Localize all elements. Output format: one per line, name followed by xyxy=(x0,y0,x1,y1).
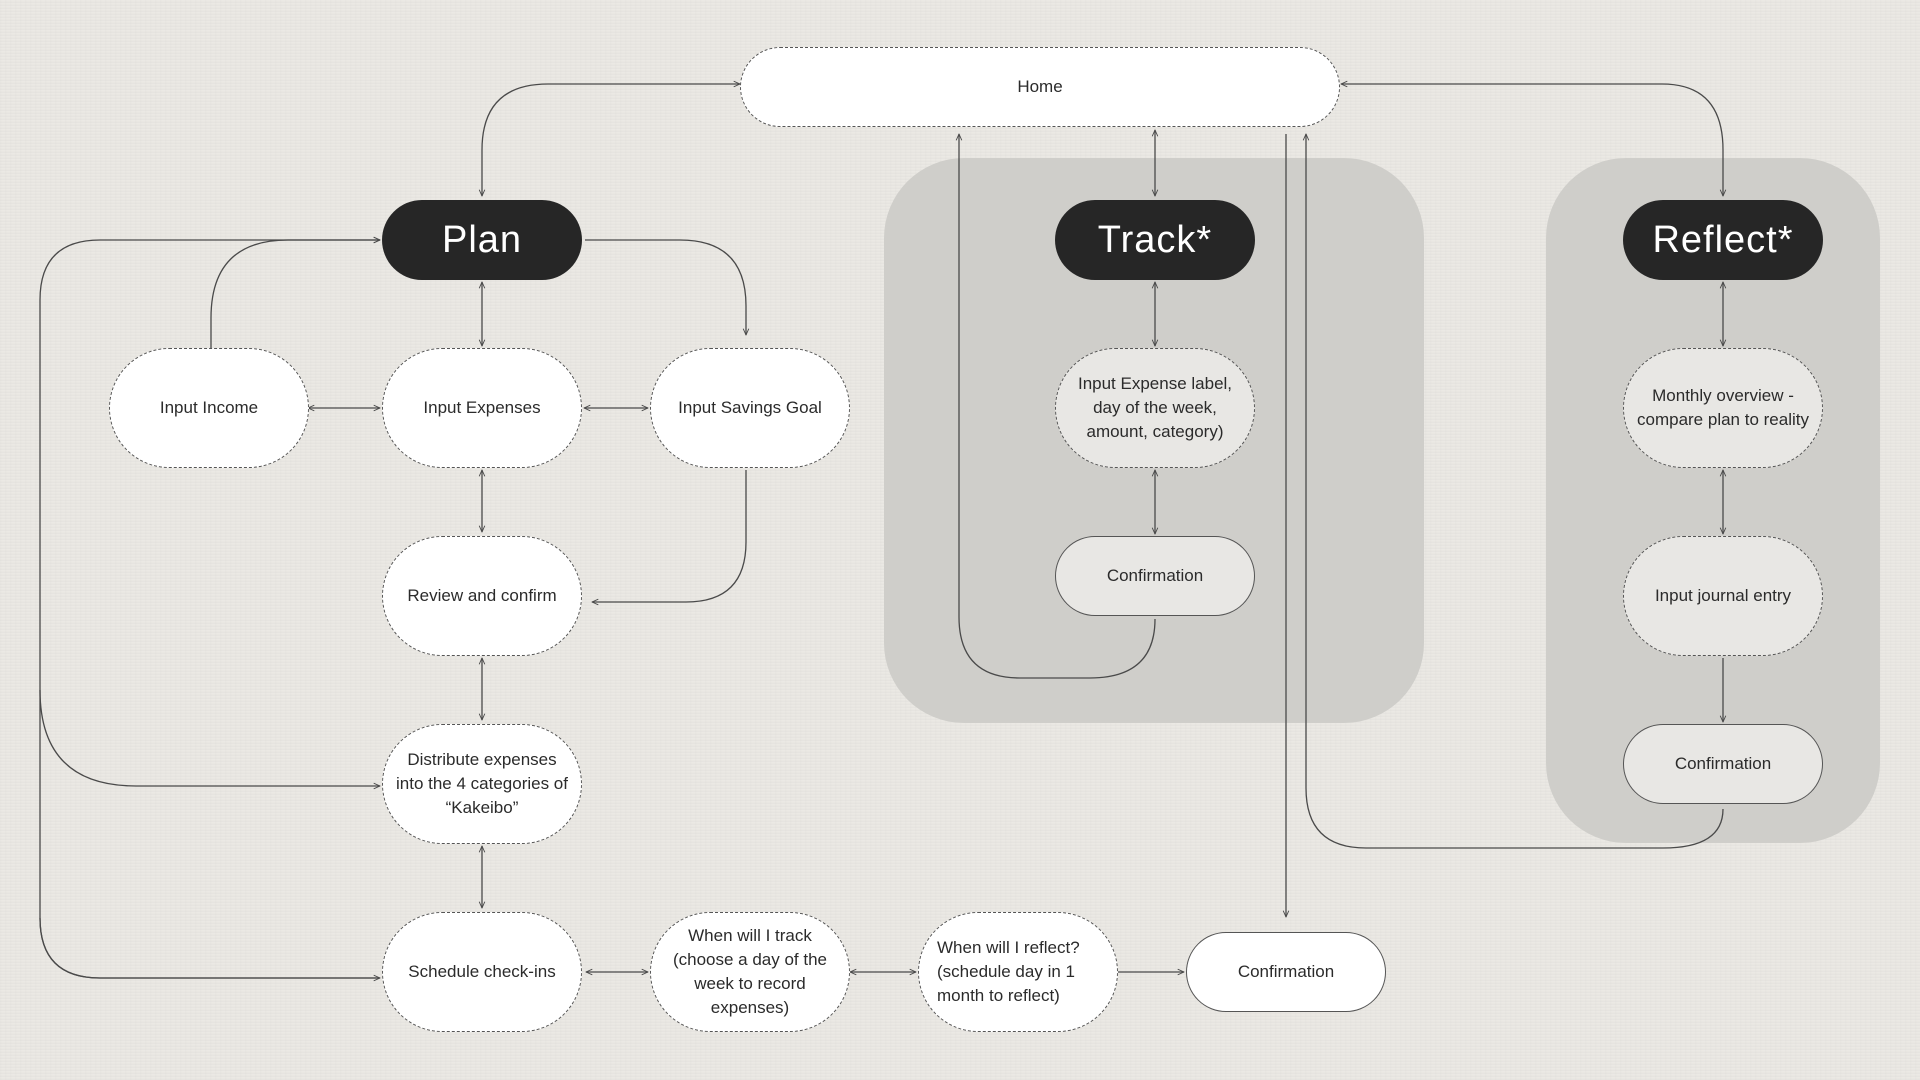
reflect-section-node[interactable]: Reflect* xyxy=(1623,200,1823,280)
when-reflect-node[interactable]: When will I reflect? (schedule day in 1 … xyxy=(918,912,1118,1032)
review-confirm-node[interactable]: Review and confirm xyxy=(382,536,582,656)
home-node[interactable]: Home xyxy=(740,47,1340,127)
connector-schedule-in xyxy=(39,917,380,978)
connector-savings-review xyxy=(592,470,747,602)
track-input-expense-node[interactable]: Input Expense label, day of the week, am… xyxy=(1055,348,1255,468)
plan-section-node[interactable]: Plan xyxy=(382,200,582,280)
connector-left-loop-distribute xyxy=(39,689,380,786)
track-confirmation-node[interactable]: Confirmation xyxy=(1055,536,1255,616)
track-section-node[interactable]: Track* xyxy=(1055,200,1255,280)
reflect-journal-entry-node[interactable]: Input journal entry xyxy=(1623,536,1823,656)
connector-plan-savings xyxy=(585,239,746,335)
connector-income-plan xyxy=(210,240,380,348)
when-track-node[interactable]: When will I track (choose a day of the w… xyxy=(650,912,850,1032)
reflect-monthly-overview-node[interactable]: Monthly overview - compare plan to reali… xyxy=(1623,348,1823,468)
schedule-checkins-node[interactable]: Schedule check-ins xyxy=(382,912,582,1032)
reflect-confirmation-node[interactable]: Confirmation xyxy=(1623,724,1823,804)
input-income-node[interactable]: Input Income xyxy=(109,348,309,468)
plan-confirmation-node[interactable]: Confirmation xyxy=(1186,932,1386,1012)
input-savings-goal-node[interactable]: Input Savings Goal xyxy=(650,348,850,468)
connector-plan-home xyxy=(482,84,740,196)
input-expenses-node[interactable]: Input Expenses xyxy=(382,348,582,468)
distribute-expenses-node[interactable]: Distribute expenses into the 4 categorie… xyxy=(382,724,582,844)
